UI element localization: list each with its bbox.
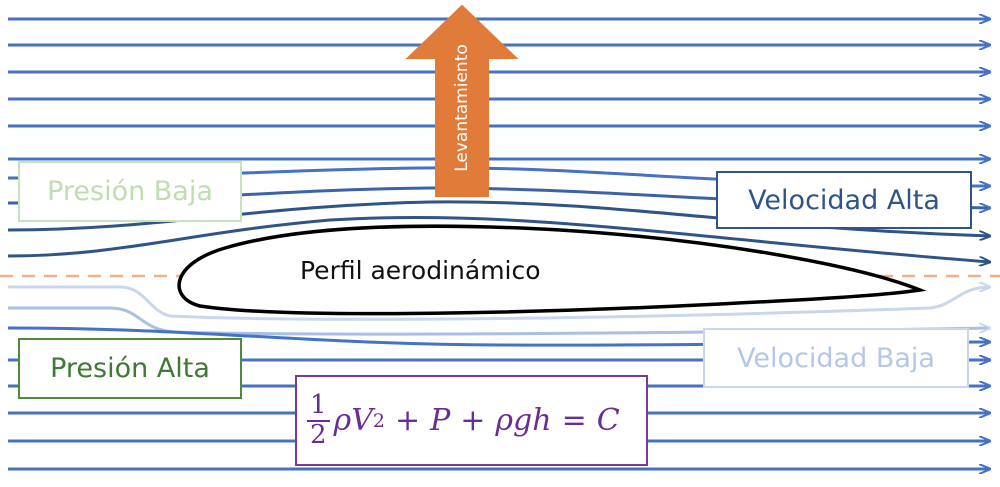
pressure-symbol: P <box>430 403 451 438</box>
low-velocity-label: Velocidad Baja <box>703 328 969 388</box>
velocity-symbol: V <box>351 403 373 438</box>
high-velocity-label: Velocidad Alta <box>716 171 972 229</box>
fraction-denominator: 2 <box>310 419 327 450</box>
constant-symbol: C <box>596 403 620 438</box>
lift-arrow <box>405 4 519 197</box>
airfoil-label: Perfil aerodinámico <box>300 256 541 285</box>
rho-symbol: ρ <box>333 403 352 438</box>
streamline <box>8 287 990 321</box>
low-pressure-label: Presión Baja <box>18 161 242 222</box>
fraction-one-half: 1 2 <box>307 391 330 450</box>
lift-label: Levantamiento <box>452 44 472 172</box>
streamline <box>7 215 990 262</box>
high-pressure-label: Presión Alta <box>18 338 242 399</box>
equals-operator: = <box>561 403 587 438</box>
upper-streamlines <box>8 19 990 159</box>
velocity-exponent: 2 <box>372 409 385 432</box>
fraction-numerator: 1 <box>307 391 330 422</box>
airfoil-shape <box>177 224 927 316</box>
plus-operator: + <box>394 403 421 438</box>
plus-operator: + <box>460 403 486 438</box>
rho-g-h-term: ρgh <box>495 403 552 438</box>
